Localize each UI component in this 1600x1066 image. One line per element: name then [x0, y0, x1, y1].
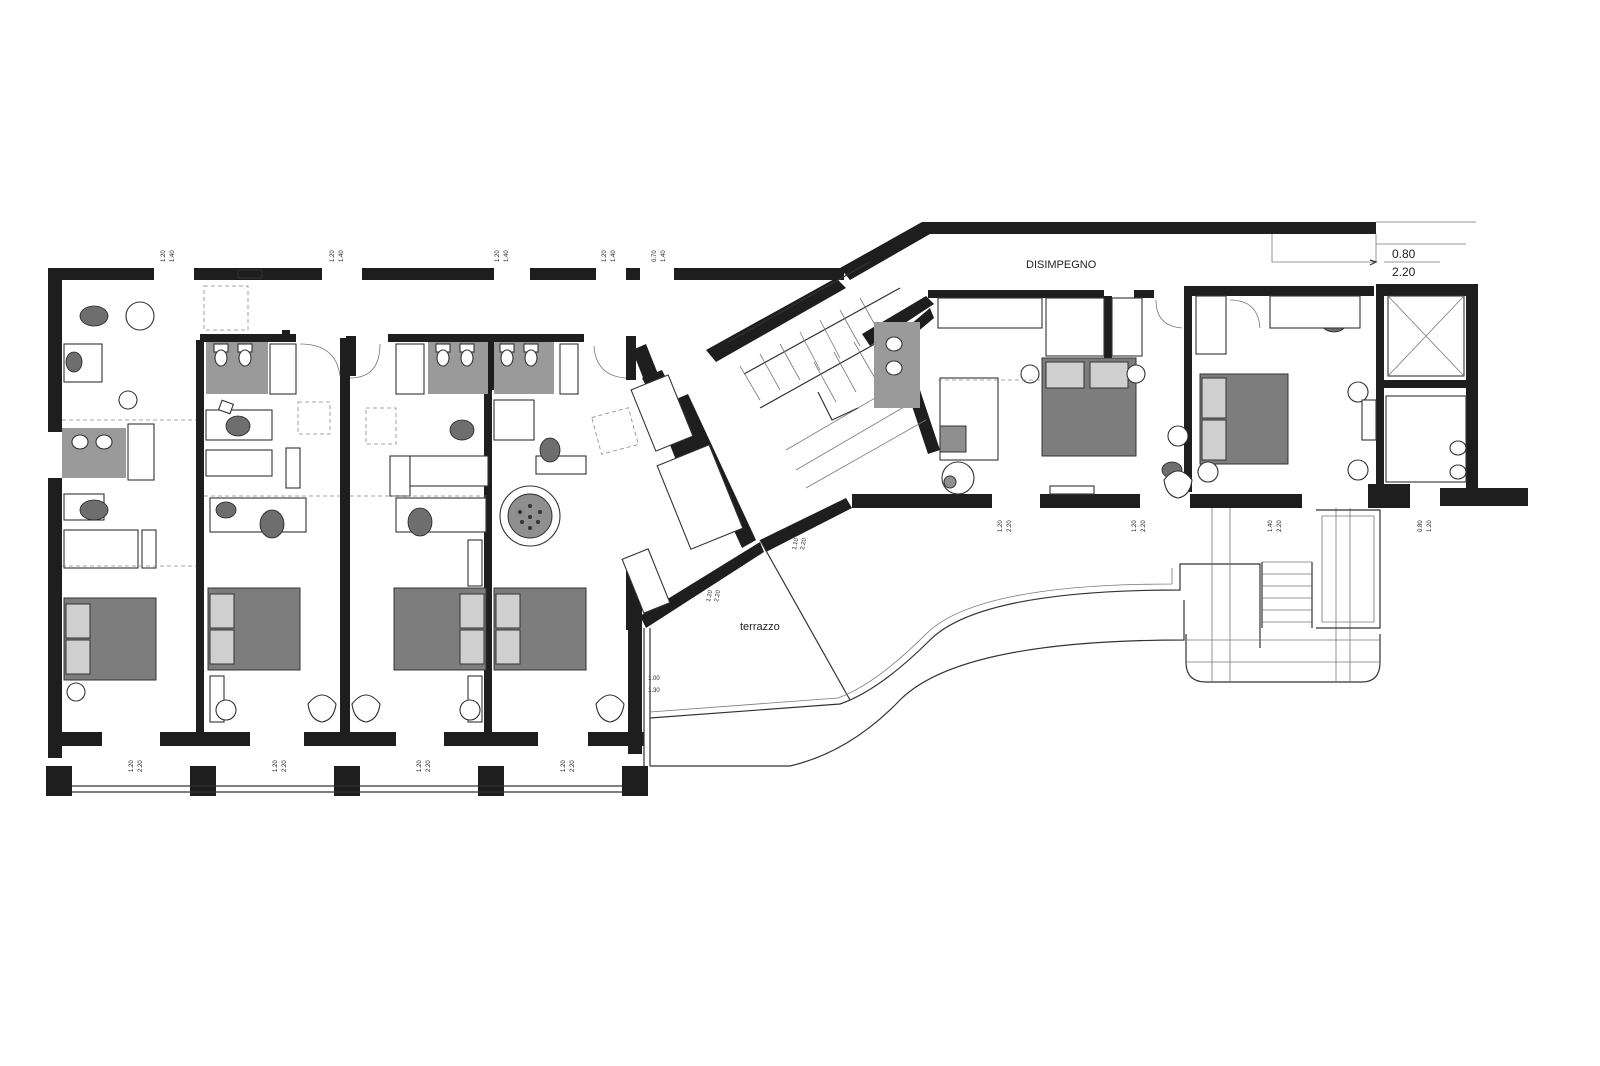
misc-dims: 1.00 1.30 1.20 2.20 1.10 2.20 — [648, 537, 808, 694]
window-dim: 1.20 — [998, 520, 1004, 532]
window-dim: 1.40 — [611, 250, 617, 262]
shower — [499, 485, 561, 547]
window-dim: 2.20 — [138, 760, 144, 772]
window-dim: 1.40 — [170, 250, 176, 262]
window-dim: 1.40 — [339, 250, 345, 262]
stair-arrow — [1271, 221, 1476, 266]
diag-dim: 1.20 — [706, 589, 714, 602]
dashed-lines — [62, 285, 639, 567]
stair-dim-top: 0.80 — [1392, 247, 1416, 261]
window-dim: 0.80 — [1418, 520, 1424, 532]
window-dim: 1.20 — [129, 760, 135, 772]
beds-left — [63, 587, 587, 681]
window-dims-right: 1.20 2.20 1.20 2.20 1.40 2.20 0.80 1.20 — [998, 520, 1433, 532]
chairs-left — [307, 694, 625, 723]
window-dim: 1.20 — [561, 760, 567, 772]
left-wing-walls — [46, 268, 844, 796]
right-wing-furniture — [885, 295, 1467, 499]
stair-dim-bottom: 2.20 — [1392, 265, 1416, 279]
diag-dim: 2.20 — [800, 537, 808, 550]
window-dim: 2.20 — [282, 760, 288, 772]
window-dims-bottom: 1.20 2.20 1.20 2.20 1.20 2.20 1.20 2.20 — [129, 760, 576, 772]
window-dim: 2.20 — [1277, 520, 1283, 532]
window-dim: 1.20 — [1132, 520, 1138, 532]
wc-icon — [71, 343, 539, 450]
door-dim: 1.30 — [648, 688, 660, 694]
window-dim: 2.20 — [1141, 520, 1147, 532]
window-dim: 0.70 — [652, 250, 658, 262]
terrazzo-label: terrazzo — [740, 621, 780, 633]
right-wing-walls — [852, 222, 1528, 508]
diag-dim: 1.10 — [792, 537, 800, 550]
window-dims-top: 1.20 1.40 1.20 1.40 1.20 1.40 1.20 1.40 … — [161, 250, 667, 262]
diagonal-wing — [621, 222, 940, 766]
diag-dim: 2.20 — [714, 589, 722, 602]
window-dim: 2.20 — [426, 760, 432, 772]
terrace — [649, 508, 1381, 767]
window-dim: 1.20 — [495, 250, 501, 262]
window-dim: 1.20 — [417, 760, 423, 772]
window-dim: 1.20 — [602, 250, 608, 262]
window-dim: 1.20 — [1427, 520, 1433, 532]
window-dim: 1.40 — [661, 250, 667, 262]
window-dim: 1.20 — [330, 250, 336, 262]
disimpegno-label: DISIMPEGNO — [1026, 259, 1097, 271]
window-dim: 1.20 — [161, 250, 167, 262]
window-dim: 1.40 — [1268, 520, 1274, 532]
door-dim: 1.00 — [648, 676, 660, 682]
window-dim: 2.20 — [1007, 520, 1013, 532]
window-dim: 1.20 — [273, 760, 279, 772]
window-dim: 2.20 — [570, 760, 576, 772]
window-dim: 1.40 — [504, 250, 510, 262]
